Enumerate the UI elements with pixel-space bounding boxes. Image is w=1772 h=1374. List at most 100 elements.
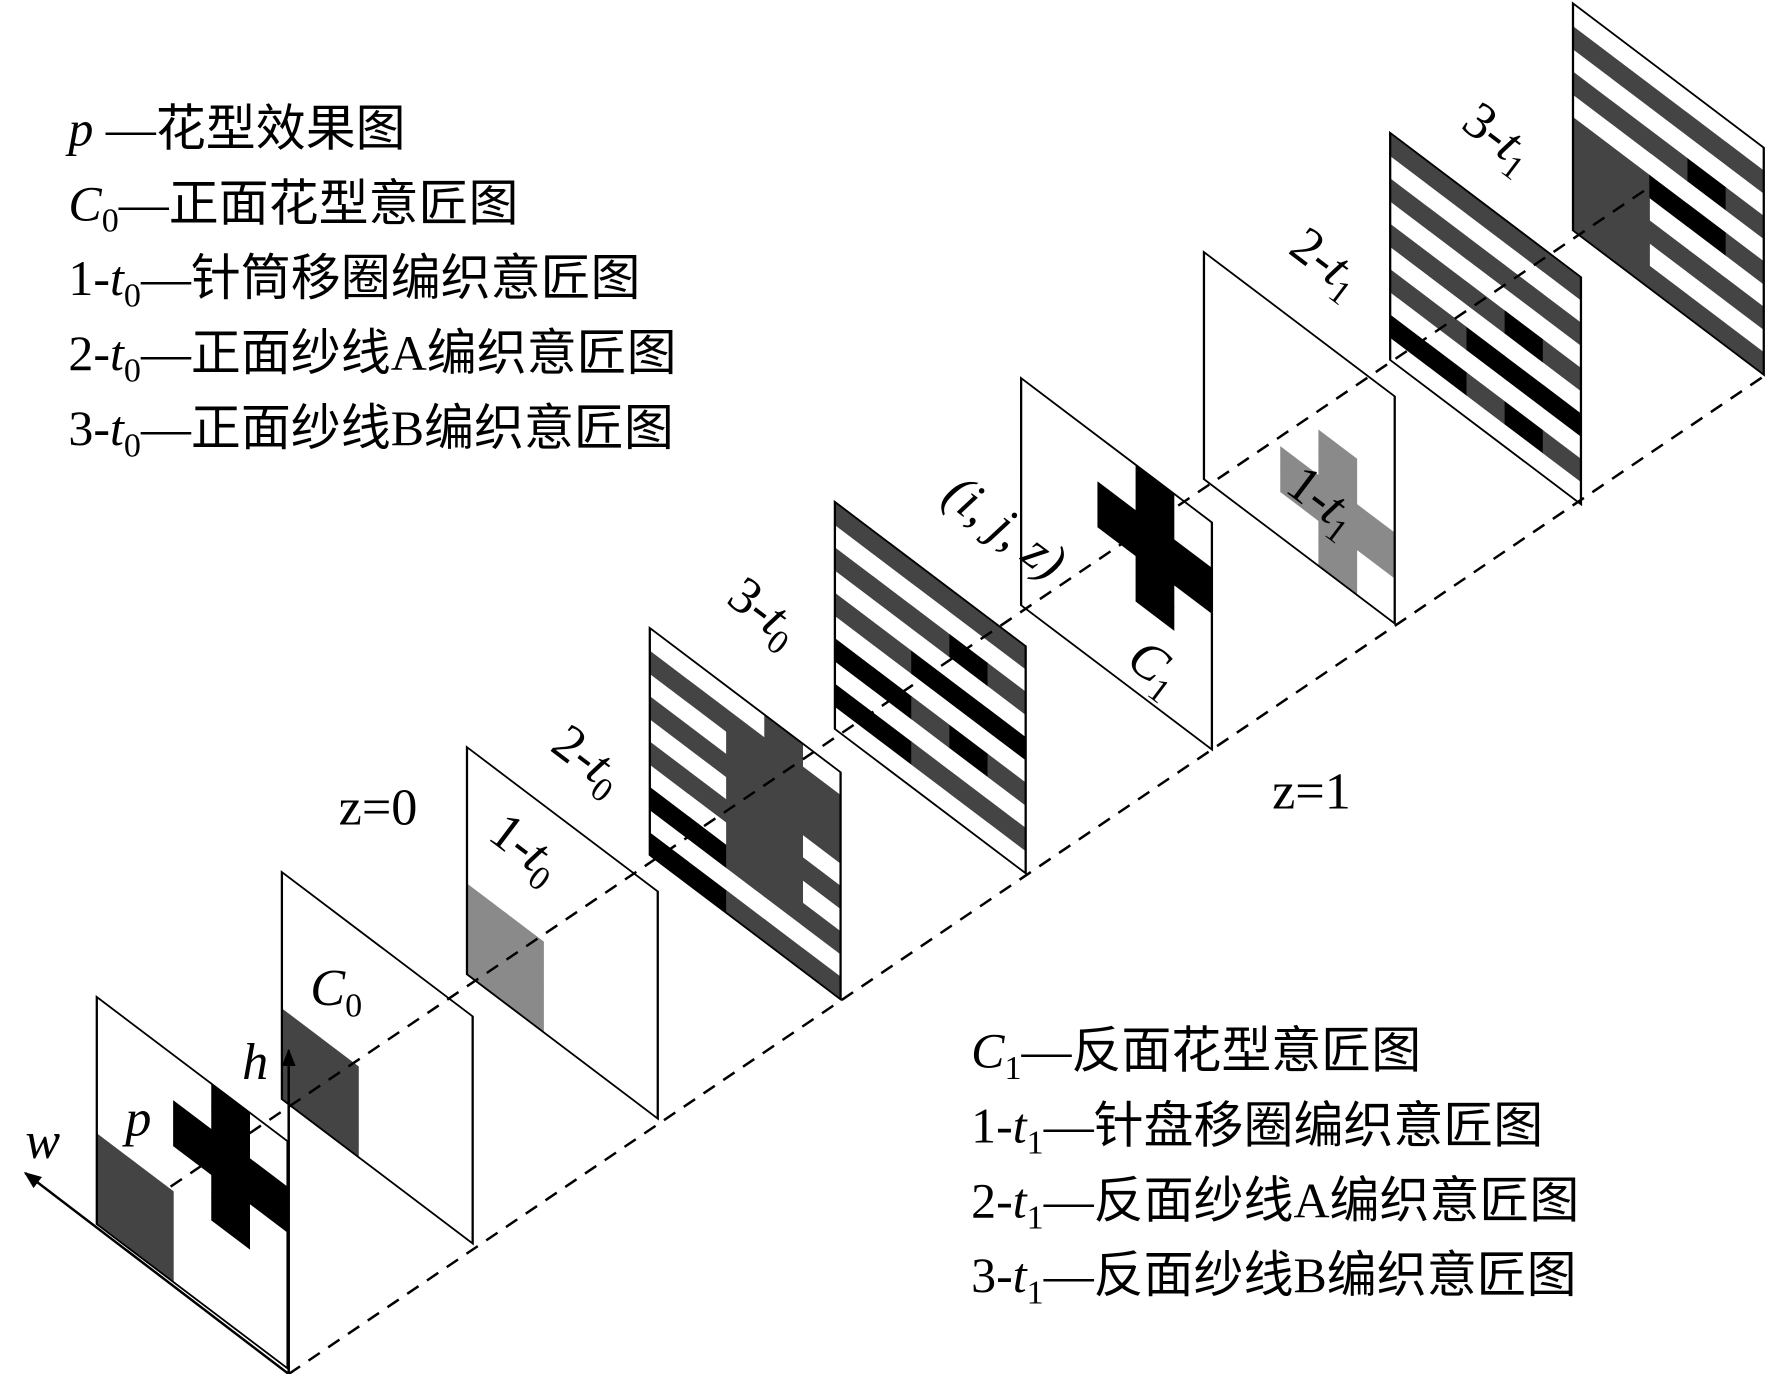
pattern-cell (873, 621, 912, 675)
panel-border (648, 625, 842, 1002)
w-axis-arrow (23, 1171, 290, 1374)
pattern-cell (1135, 510, 1175, 563)
pattern-cell (505, 912, 544, 965)
pattern-cell (949, 770, 989, 823)
pattern-cell (1428, 161, 1468, 215)
pattern-cell (134, 1230, 174, 1283)
pattern-cell (1466, 372, 1506, 425)
panel-C1 (1019, 376, 1214, 752)
pattern-cell (834, 547, 874, 600)
pattern-cell (1466, 281, 1506, 334)
pattern-cell (1428, 207, 1468, 260)
pattern-cell (764, 714, 803, 768)
pattern-cell (1173, 561, 1213, 615)
legend-item: 2-t1—反面纱线A编织意匠图 (971, 1172, 1579, 1236)
pattern-cell (1173, 538, 1213, 592)
pattern-cell (987, 662, 1027, 716)
pattern-cell (1356, 503, 1396, 557)
pattern-cell (1649, 220, 1689, 273)
panel-background (1021, 378, 1212, 750)
pattern-cell (1611, 168, 1650, 222)
pattern-cell (1504, 401, 1544, 454)
panel-background (96, 997, 288, 1369)
pattern-cell (134, 1184, 174, 1238)
pattern-cell (1611, 213, 1650, 267)
pattern-cell (1573, 162, 1612, 215)
panel-2-t1 (1389, 130, 1583, 507)
pattern-cell (802, 856, 842, 910)
pattern-cell (1097, 481, 1137, 534)
pattern-cell (211, 1083, 250, 1137)
pattern-cell (649, 696, 689, 749)
pattern-cell (249, 1157, 289, 1211)
panel-label-2-t1: 2-t1 (1275, 215, 1374, 312)
panel-background (466, 747, 658, 1119)
pattern-cell (1390, 178, 1429, 231)
pattern-cell (1725, 186, 1765, 240)
pattern-cell (987, 708, 1027, 761)
pattern-cell (834, 683, 874, 737)
center-dashed-guide (169, 186, 1650, 1188)
panel-3-t0 (833, 499, 1027, 876)
pattern-cell (1687, 248, 1727, 302)
pattern-cell (1428, 343, 1468, 396)
pattern-cell (1428, 252, 1468, 306)
pattern-cell (687, 861, 727, 914)
pattern-cell (764, 828, 803, 881)
pattern-cell (505, 935, 544, 988)
pattern-cell (1428, 297, 1468, 351)
legend-item: C1—反面花型意匠图 (971, 1022, 1421, 1086)
legend-item: 1-t1—针盘移圈编织意匠图 (971, 1097, 1543, 1161)
bottom-dashed-guide (288, 373, 1767, 1374)
pattern-cell (1611, 191, 1650, 244)
pattern-cell (1687, 203, 1727, 257)
pattern-cell (1649, 83, 1689, 137)
pattern-cell (211, 1106, 250, 1159)
pattern-cell (987, 617, 1027, 670)
pattern-cell (96, 1201, 136, 1254)
pattern-cell (249, 1180, 289, 1234)
pattern-cell (1135, 578, 1175, 631)
pattern-cell (134, 1162, 174, 1215)
pattern-cell (1573, 71, 1612, 125)
pattern-cell (173, 1100, 212, 1153)
axes-and-guides (23, 186, 1767, 1374)
pattern-cell (1611, 236, 1650, 290)
pattern-cell (320, 1105, 359, 1158)
pattern-cell (764, 805, 803, 858)
pattern-cell (1542, 384, 1582, 438)
panel-border (1202, 250, 1396, 626)
pattern-cell (1466, 190, 1506, 244)
pattern-cell (764, 782, 803, 836)
pattern-cell (1611, 54, 1650, 108)
pattern-cell (1097, 503, 1137, 557)
pattern-cell (1390, 314, 1429, 368)
pattern-cell (1573, 26, 1612, 79)
pattern-cell (834, 501, 874, 555)
pattern-cell (1135, 464, 1175, 518)
pattern-cell (1135, 532, 1175, 586)
panel-3-t1 (1571, 1, 1765, 377)
pattern-cell (1687, 158, 1727, 211)
pattern-cell (1542, 339, 1582, 392)
pattern-cell (649, 650, 689, 704)
panel-p (95, 995, 289, 1371)
pattern-cell (96, 1178, 136, 1232)
pattern-cell (873, 576, 912, 629)
pattern-cell (505, 957, 544, 1011)
pattern-cell (911, 559, 950, 613)
w-axis-label: w (25, 1112, 60, 1170)
panel-1-t1 (1202, 250, 1396, 626)
pattern-cell (320, 1037, 359, 1090)
pattern-cell (1318, 520, 1358, 573)
pattern-cell (1280, 446, 1319, 499)
pattern-cell (1573, 116, 1612, 170)
pattern-cell (834, 592, 874, 646)
pattern-cell (949, 588, 989, 642)
pattern-cell (726, 753, 765, 807)
panel-border (280, 870, 474, 1246)
panel-1-t0 (465, 745, 659, 1121)
pattern-cell (726, 799, 765, 852)
pattern-cell (649, 786, 689, 840)
pattern-cell (281, 1076, 321, 1130)
